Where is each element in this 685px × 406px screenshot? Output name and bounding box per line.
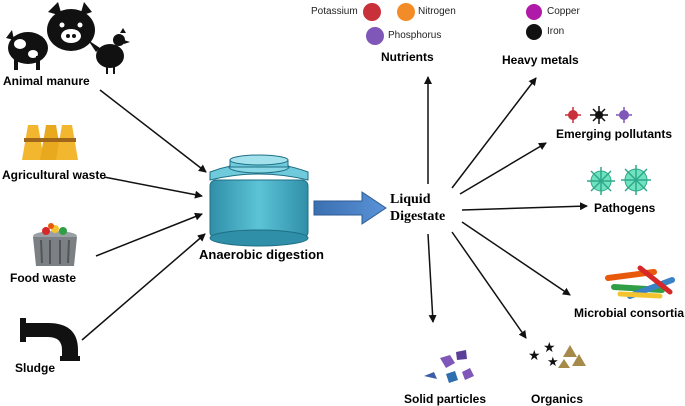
source-label-food-waste: Food waste bbox=[10, 271, 77, 285]
food-waste-bin-icon bbox=[33, 223, 77, 266]
nutrients-label: Nutrients bbox=[381, 50, 434, 64]
digestion-output-arrow bbox=[313, 191, 387, 225]
svg-text:★: ★ bbox=[528, 348, 541, 364]
cow-icon bbox=[6, 30, 48, 70]
emerging-pollutants-label: Emerging pollutants bbox=[556, 127, 673, 141]
product-label: Liquid Digestate bbox=[390, 191, 445, 225]
source-label-animal-manure: Animal manure bbox=[3, 74, 90, 88]
sludge-pipe-icon bbox=[20, 318, 80, 361]
chicken-icon bbox=[88, 28, 130, 74]
organics-label: Organics bbox=[531, 392, 584, 406]
svg-text:★: ★ bbox=[543, 340, 556, 356]
iron-circle-icon bbox=[526, 24, 542, 40]
solid-particles-label: Solid particles bbox=[404, 392, 487, 406]
solid-particles-icon bbox=[424, 350, 474, 383]
potassium-circle-icon bbox=[363, 3, 381, 21]
arrow-to-pathogens bbox=[461, 202, 588, 211]
arrow-sludge-to-digester bbox=[81, 233, 206, 341]
arrow-to-organics bbox=[451, 231, 527, 339]
arrow-manure-to-digester bbox=[99, 89, 207, 173]
pollutant-particles-icon bbox=[565, 106, 632, 124]
arrow-to-microbial-consortia bbox=[461, 221, 571, 296]
potassium-label: Potassium bbox=[311, 6, 358, 17]
hay-bundle-icon bbox=[22, 125, 78, 160]
source-label-sludge: Sludge bbox=[15, 361, 56, 375]
nitrogen-circle-icon bbox=[397, 3, 415, 21]
digester-tank-icon bbox=[209, 154, 309, 247]
pathogen-virus-icon bbox=[587, 165, 651, 195]
product-label-line2: Digestate bbox=[390, 209, 446, 224]
process-label: Anaerobic digestion bbox=[199, 247, 324, 262]
copper-label: Copper bbox=[547, 6, 580, 17]
arrow-to-heavy-metals bbox=[451, 77, 537, 189]
arrow-to-solid-particles bbox=[427, 233, 437, 323]
arrow-food-to-digester bbox=[95, 212, 203, 257]
nitrogen-label: Nitrogen bbox=[418, 6, 456, 17]
pig-icon bbox=[47, 2, 95, 51]
svg-text:★: ★ bbox=[547, 355, 559, 370]
microbial-consortia-label: Microbial consortia bbox=[574, 306, 685, 320]
arrow-to-emerging-pollutants bbox=[459, 142, 547, 195]
pathogens-label: Pathogens bbox=[594, 201, 656, 215]
arrow-agri-to-digester bbox=[103, 176, 203, 199]
heavy-metals-label: Heavy metals bbox=[502, 53, 579, 67]
phosphorus-circle-icon bbox=[366, 27, 384, 45]
organics-stars-icon: ★ ★ ★ bbox=[528, 340, 586, 370]
microbial-rods-icon bbox=[605, 265, 675, 299]
product-label-line1: Liquid bbox=[390, 192, 431, 207]
source-label-agricultural-waste: Agricultural waste bbox=[2, 168, 107, 182]
copper-circle-icon bbox=[526, 4, 542, 20]
iron-label: Iron bbox=[547, 26, 565, 37]
phosphorus-label: Phosphorus bbox=[388, 30, 442, 41]
